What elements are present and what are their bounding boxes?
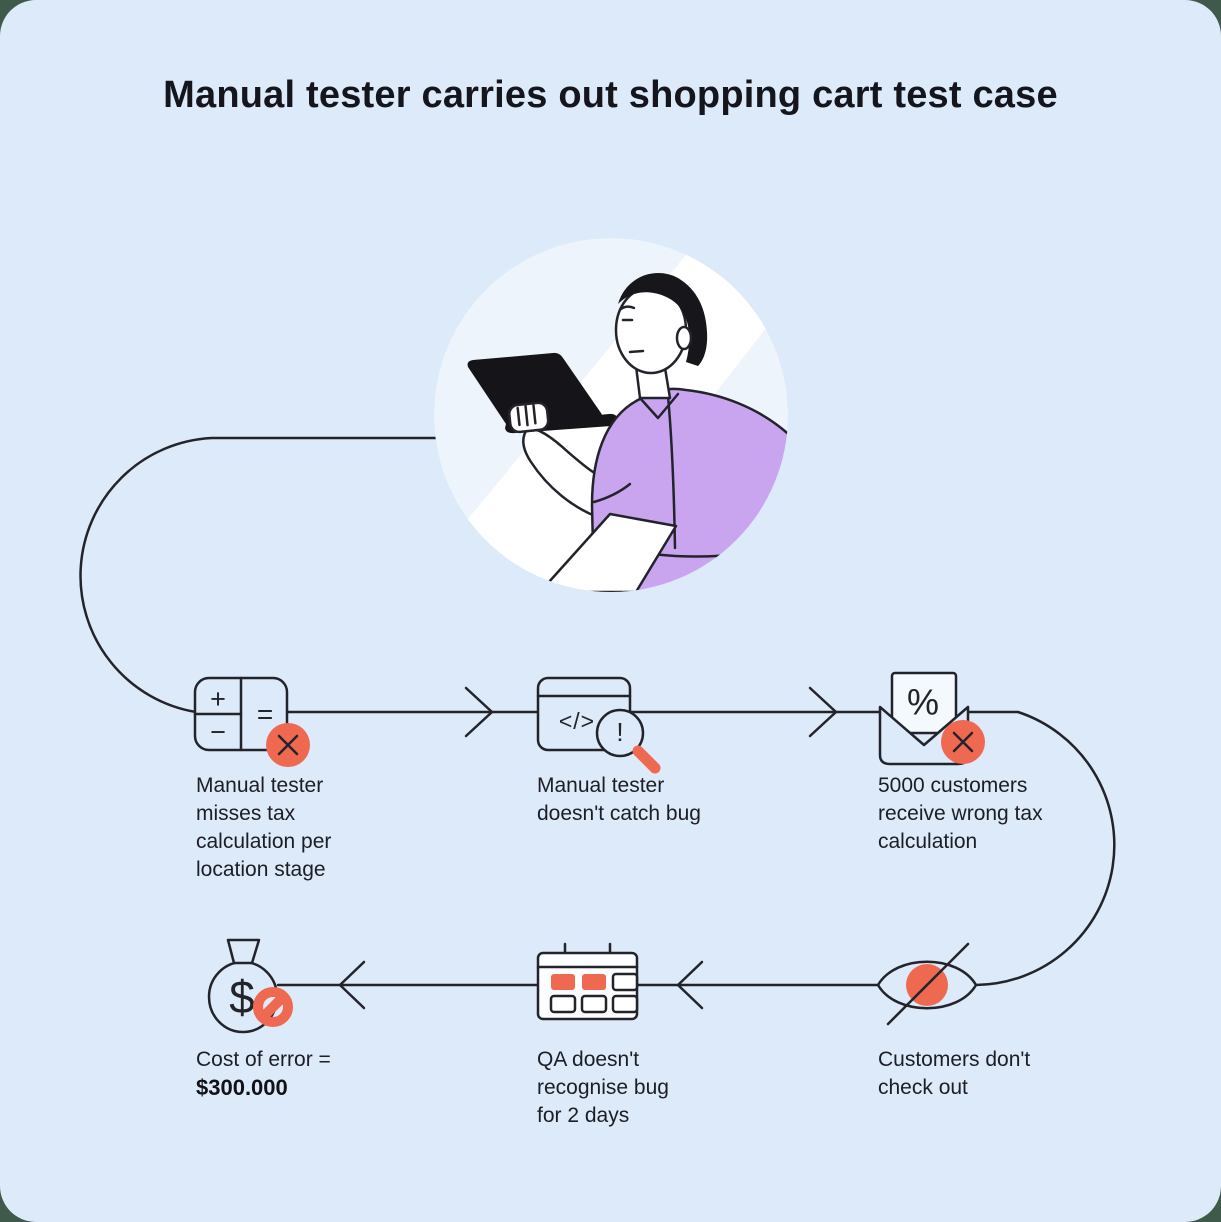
tester-head xyxy=(614,273,708,400)
calculator-error-icon: + − = xyxy=(193,676,310,767)
leg-highlight xyxy=(538,512,678,592)
step-label-5: QA doesn't recognise bug for 2 days xyxy=(537,1048,669,1127)
flow-connectors xyxy=(79,436,1116,1010)
ear xyxy=(675,325,693,351)
code-review-magnifier-icon: </> ! xyxy=(536,676,661,774)
error-badge-icon xyxy=(941,720,985,764)
step-label-3: 5000 customers receive wrong tax calcula… xyxy=(878,774,1043,853)
money-bag-blocked-icon: $ xyxy=(207,938,293,1034)
shirt-collar xyxy=(638,392,680,420)
arrow-left-icon xyxy=(676,960,704,1010)
error-badge-icon xyxy=(266,723,310,767)
tester-hand xyxy=(508,401,550,434)
marked-day xyxy=(551,974,575,990)
arrow-right-icon xyxy=(808,686,838,738)
eye-blocked-icon xyxy=(876,942,978,1026)
eyebrow xyxy=(619,305,636,311)
step-label-1: Manual tester misses tax calculation per… xyxy=(196,774,332,881)
dollar-glyph: $ xyxy=(229,971,255,1023)
tester-illustration xyxy=(434,238,903,592)
step-label-2: Manual tester doesn't catch bug xyxy=(537,774,701,825)
plus-glyph: + xyxy=(210,684,226,714)
exclamation-glyph: ! xyxy=(616,717,623,747)
cost-label: Cost of error = xyxy=(196,1048,331,1071)
prohibited-icon xyxy=(253,987,293,1027)
arrow-left-icon xyxy=(338,960,366,1010)
hair xyxy=(618,273,708,366)
code-glyph: </> xyxy=(559,708,595,734)
connector-left-loop xyxy=(79,436,438,714)
equals-glyph: = xyxy=(257,699,273,730)
page-title: Manual tester carries out shopping cart … xyxy=(163,74,1058,116)
arrow-right-icon xyxy=(464,686,494,738)
cost-amount: $300.000 xyxy=(196,1075,288,1100)
slash-line xyxy=(886,942,970,1026)
discount-envelope-error-icon: % xyxy=(878,671,985,766)
magnifier-handle xyxy=(632,745,661,774)
calendar-bug-days-icon xyxy=(536,942,639,1021)
sleeve-cuff-line xyxy=(592,482,632,504)
step-label-4: Customers don't check out xyxy=(878,1048,1031,1099)
connector-right-loop xyxy=(966,710,1116,987)
mouth xyxy=(628,349,645,354)
percent-glyph: % xyxy=(907,682,939,723)
marked-day xyxy=(582,974,606,990)
minus-glyph: − xyxy=(210,717,226,747)
tester-right-forearm xyxy=(812,500,903,592)
step-label-6: Cost of error = $300.000 xyxy=(196,1046,406,1102)
